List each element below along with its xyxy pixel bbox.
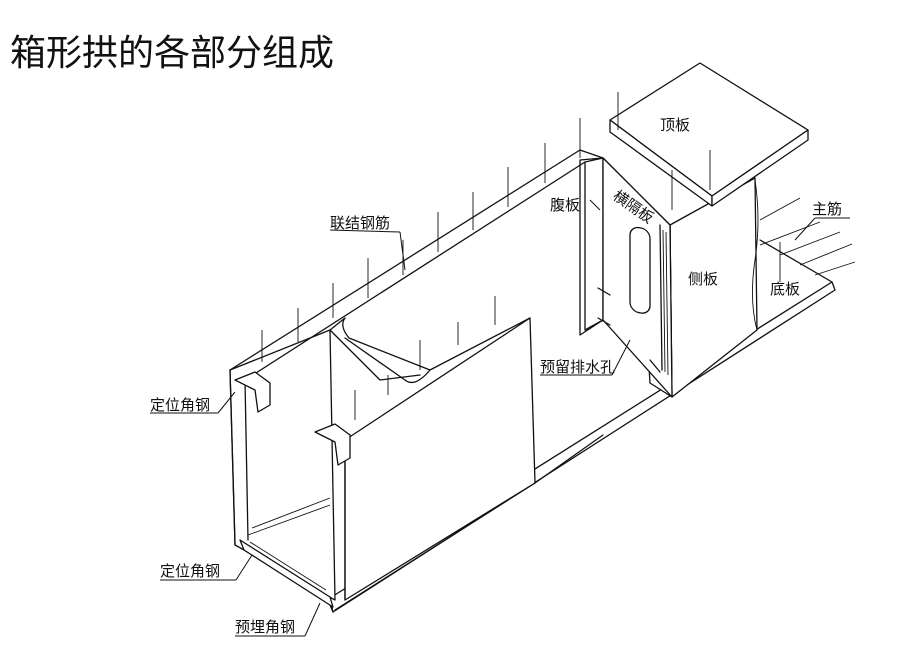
label-drain-hole: 预留排水孔 (540, 358, 615, 376)
page-title: 箱形拱的各部分组成 (10, 33, 335, 74)
embedded-angle-steel (239, 497, 334, 608)
label-bottom-plate: 底板 (770, 280, 800, 298)
label-web-inner: 腹板 (550, 196, 580, 214)
upper-frame (229, 149, 604, 384)
drain-hole (597, 287, 661, 373)
label-positioning-angle-steel-2: 定位角钢 (160, 562, 220, 580)
label-embedded-angle-steel: 预埋角钢 (235, 618, 295, 636)
partition-plate (602, 157, 673, 398)
side-plate-near (229, 329, 336, 601)
label-top-plate: 顶板 (660, 116, 690, 134)
web-plate-near (334, 317, 604, 611)
positioning-angle-steel (234, 371, 351, 466)
label-tie-rebar: 联结钢筋 (330, 214, 390, 232)
label-web-plate: 侧板 (688, 270, 718, 288)
label-positioning-angle-steel: 定位角钢 (150, 396, 210, 414)
label-main-rebar: 主筋 (812, 200, 842, 218)
top-plate (609, 62, 809, 207)
leader-lines (150, 199, 850, 637)
main-rebars (759, 197, 856, 282)
tie-rebars (261, 92, 711, 420)
